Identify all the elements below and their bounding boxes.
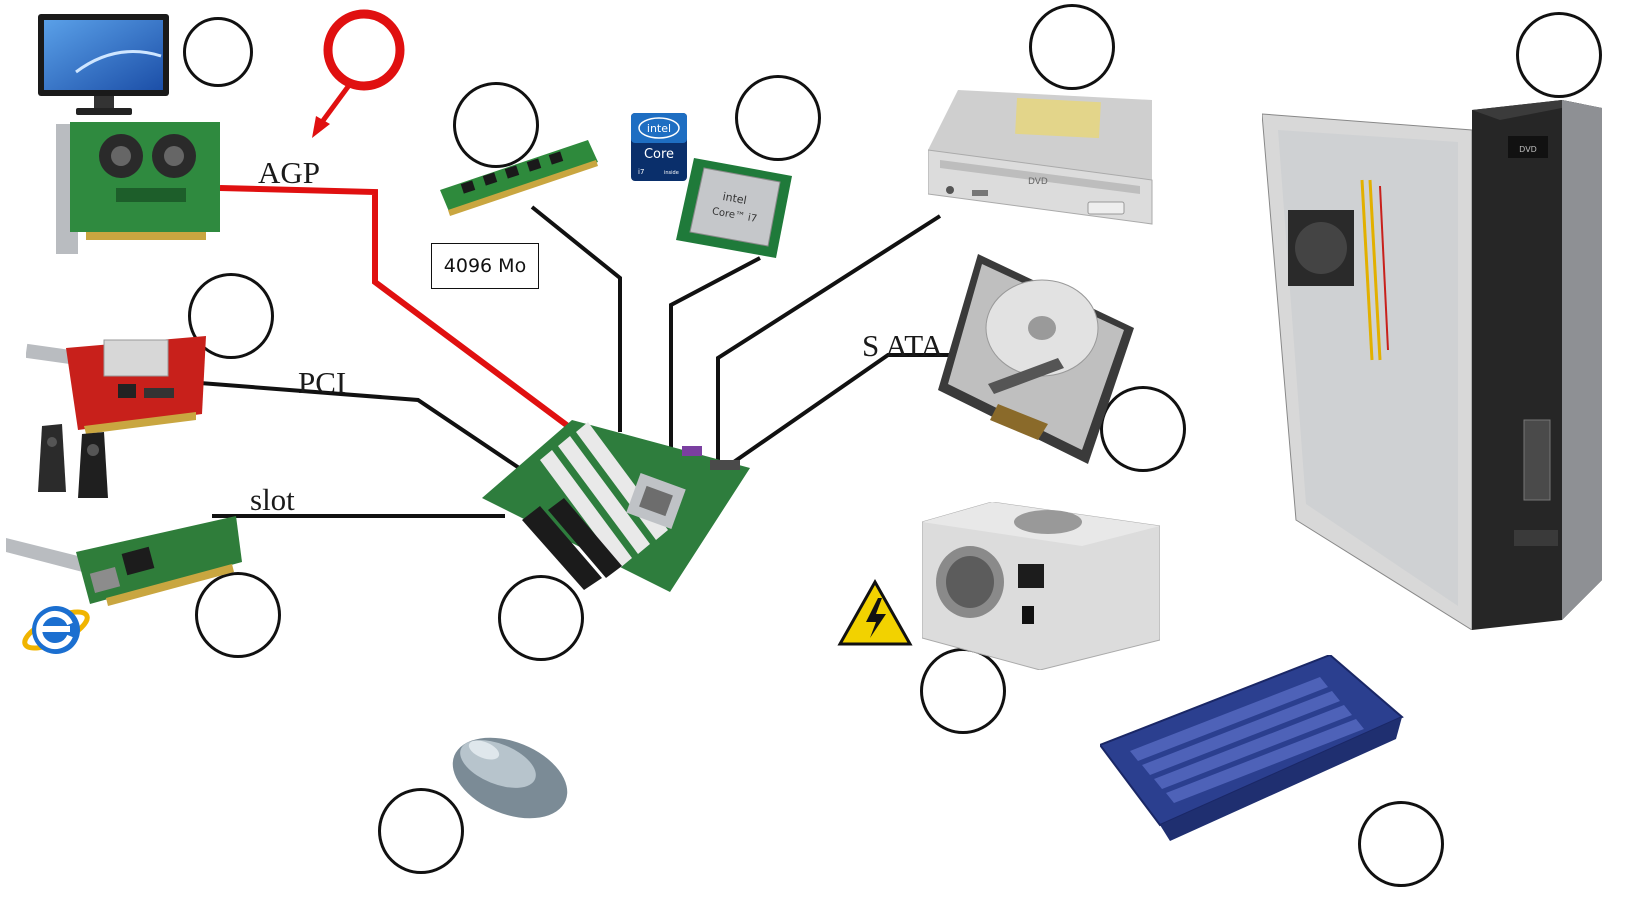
answer-circle-monitor[interactable] bbox=[183, 17, 253, 87]
high-voltage-warning-icon bbox=[837, 578, 913, 646]
dvd-line bbox=[716, 214, 942, 460]
case-dvd-logo: DVD bbox=[1519, 145, 1537, 154]
sata-label: S ATA bbox=[862, 328, 944, 363]
agp-label: AGP bbox=[258, 155, 321, 190]
answer-circle-cpu[interactable] bbox=[735, 75, 821, 161]
keyboard-image bbox=[1100, 655, 1404, 841]
pci-line bbox=[199, 381, 542, 484]
intel-badge-brand: intel bbox=[647, 122, 671, 135]
cpu-image: intel Core™ i7 bbox=[676, 158, 792, 258]
red-pointer-icon bbox=[312, 9, 405, 138]
ram-module-image bbox=[440, 140, 598, 216]
answer-circle-hard-disk[interactable] bbox=[1100, 386, 1186, 472]
intel-badge-inside: inside bbox=[664, 170, 679, 176]
answer-circle-keyboard[interactable] bbox=[1358, 801, 1444, 887]
pci-label: PCI bbox=[298, 365, 347, 400]
sata-line bbox=[726, 353, 968, 468]
agp-graphics-card-image bbox=[56, 122, 220, 254]
intel-badge-line: Core bbox=[644, 147, 674, 162]
speakers-image bbox=[38, 424, 108, 498]
ram-size-box: 4096 Mo bbox=[431, 243, 539, 289]
agp-line bbox=[219, 185, 594, 447]
monitor-image bbox=[38, 14, 169, 115]
network-card-image bbox=[6, 516, 242, 606]
dvd-logo: DVD bbox=[1028, 177, 1048, 187]
hard-disk-image bbox=[938, 254, 1134, 464]
answer-circle-pci-card[interactable] bbox=[188, 273, 274, 359]
internet-explorer-icon bbox=[22, 606, 90, 654]
dvd-drive-image: DVD bbox=[928, 90, 1153, 225]
answer-circle-mouse[interactable] bbox=[378, 788, 464, 874]
answer-circle-dvd-drive[interactable] bbox=[1029, 4, 1115, 90]
cpu-brand: intel bbox=[722, 190, 748, 207]
computer-case-image: DVD bbox=[1262, 100, 1602, 630]
ram-line bbox=[530, 205, 622, 432]
power-supply-image bbox=[922, 502, 1160, 670]
motherboard-image bbox=[482, 420, 750, 592]
answer-circle-motherboard[interactable] bbox=[498, 575, 584, 661]
cpu-line bbox=[669, 256, 761, 452]
intel-core-i7-badge: intel Core i7 inside bbox=[631, 113, 687, 181]
answer-circle-network-card[interactable] bbox=[195, 572, 281, 658]
answer-circle-computer-case[interactable] bbox=[1516, 12, 1602, 98]
intel-badge-sub: i7 bbox=[638, 168, 644, 176]
slot-label: slot bbox=[250, 482, 295, 517]
answer-circle-ram[interactable] bbox=[453, 82, 539, 168]
pci-tv-card-image bbox=[26, 336, 206, 434]
mouse-image bbox=[452, 737, 568, 819]
